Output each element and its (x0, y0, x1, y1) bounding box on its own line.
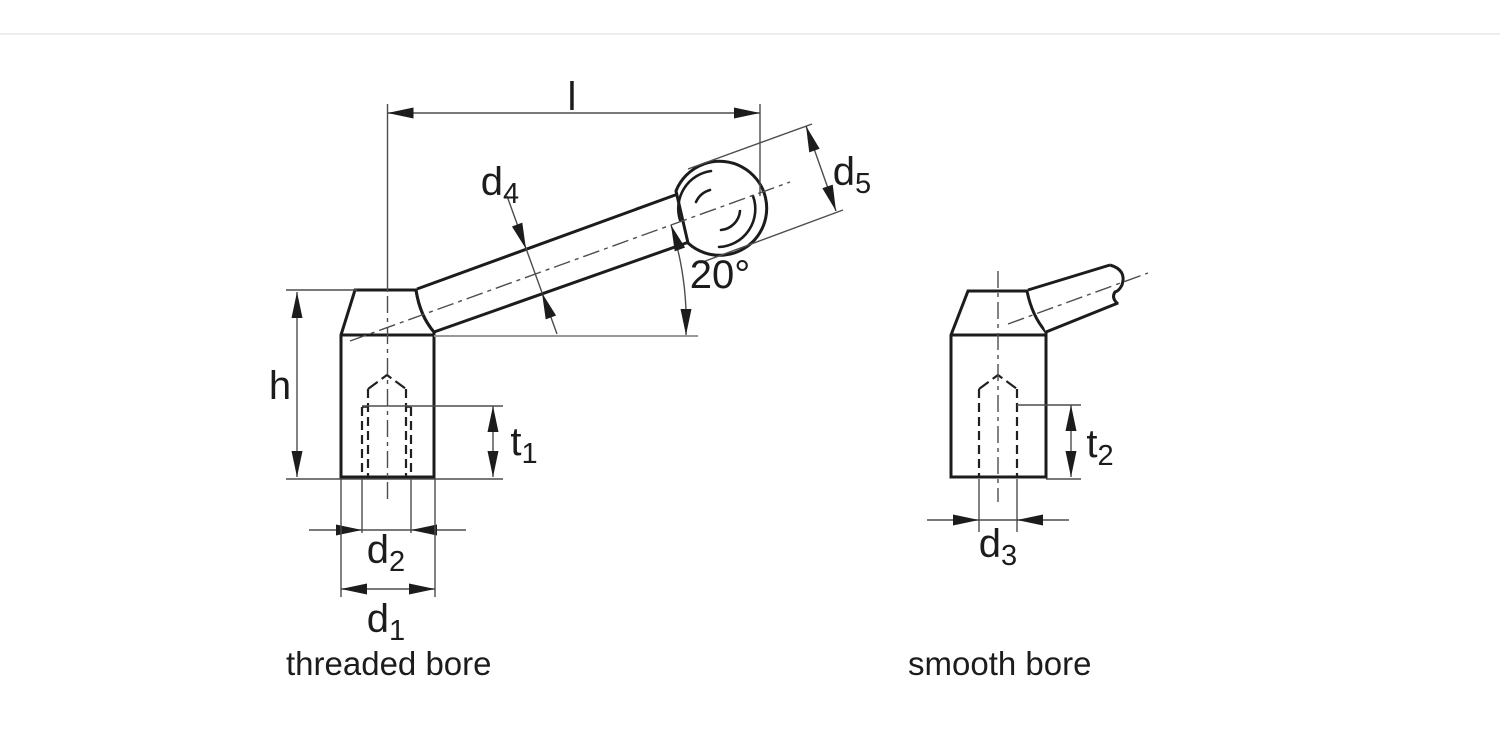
lever-shaft-bottom-edge (433, 240, 690, 334)
dimension-d1: d1 (340, 479, 436, 647)
caption-threaded-bore: threaded bore (286, 645, 492, 682)
knob-outline (674, 159, 769, 257)
label-angle: 20° (690, 253, 751, 297)
label-d5: d5 (833, 150, 871, 200)
knob-surface-arcs (676, 169, 757, 249)
lever-stub-fill (1028, 265, 1123, 332)
label-d2: d2 (367, 528, 405, 578)
lever-axis-line-smooth (1007, 272, 1149, 325)
lever-shaft-fill (417, 194, 689, 332)
lever-stub-bottom-edge (1045, 301, 1119, 334)
label-l: l (568, 75, 577, 119)
dimension-angle-20deg: 20° (665, 223, 751, 336)
dimension-d3: d3 (927, 479, 1069, 572)
lever-shaft-top-edge (416, 192, 679, 291)
caption-smooth-bore: smooth bore (908, 645, 1091, 682)
label-t2: t2 (1086, 422, 1113, 472)
lever-break-line (1109, 263, 1125, 306)
lever-axis-line (349, 181, 791, 342)
dimension-d2: d2 (309, 479, 466, 578)
dimension-h: h (269, 289, 503, 480)
label-d1: d1 (367, 597, 405, 647)
dimension-d4: d4 (481, 160, 558, 335)
label-h: h (269, 364, 291, 408)
smooth-bore-view: t2 d3 smooth bore (908, 263, 1149, 682)
label-d3: d3 (979, 522, 1017, 572)
dimension-t2: t2 (1017, 404, 1114, 480)
dimension-t1: t1 (362, 405, 538, 477)
label-d4: d4 (481, 160, 519, 210)
label-t1: t1 (510, 420, 537, 470)
lever-stub-top-edge (1027, 263, 1111, 292)
threaded-bore-view: l h t1 d4 (269, 75, 871, 682)
dimension-d5: d5 (687, 123, 871, 264)
dimension-l: l (386, 75, 761, 292)
shaft-hub-fillet (414, 289, 436, 333)
